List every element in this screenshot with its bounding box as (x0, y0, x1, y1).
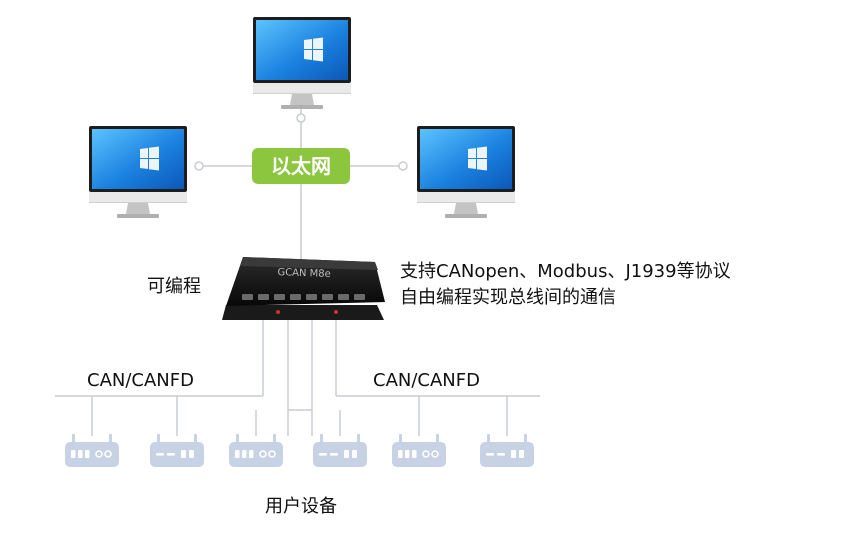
field-device-icon (228, 433, 284, 468)
can-bus-left-label: CAN/CANFD (87, 370, 194, 391)
computer-top-icon (253, 17, 351, 109)
can-bus-connections (55, 320, 540, 436)
ethernet-badge: 以太网 (252, 148, 350, 184)
field-device-icon (480, 434, 534, 467)
field-device-icon (313, 434, 367, 467)
computer-left-icon (89, 126, 187, 218)
user-devices-label: 用户设备 (265, 496, 337, 517)
can-bus-right-label: CAN/CANFD (373, 370, 480, 391)
ethernet-label: 以太网 (271, 154, 331, 178)
gateway-model-label: GCAN M8e (277, 267, 331, 280)
field-device-icon (150, 434, 204, 467)
programmable-label: 可编程 (147, 276, 201, 297)
ethernet-nodes (194, 113, 408, 171)
field-device-icon (64, 433, 120, 468)
protocol-support-text: 支持CANopen、Modbus、J1939等协议 (400, 261, 731, 282)
computer-right-icon (417, 126, 515, 218)
field-device-icon (391, 433, 447, 468)
gateway-device-icon: GCAN M8e (222, 257, 385, 320)
programming-description-text: 自由编程实现总线间的通信 (400, 287, 616, 308)
